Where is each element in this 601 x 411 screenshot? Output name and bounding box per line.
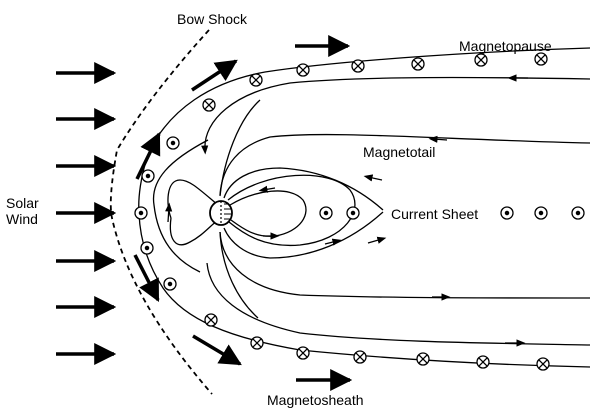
into-page-symbol: [351, 59, 365, 73]
out-of-page-symbol: [140, 241, 154, 255]
tail-lobe-lower-1: [223, 211, 384, 259]
middle-closed-loop: [227, 174, 356, 247]
solar-wind-arrows: [56, 62, 117, 365]
into-page-symbol: [296, 63, 310, 77]
into-page-symbol: [536, 357, 550, 371]
middle-closed-arrow: [324, 238, 342, 246]
magnetopause-upper: [138, 47, 591, 214]
out-of-page-symbol: [500, 206, 514, 220]
into-page-symbol: [204, 313, 218, 327]
magnetopause-label: Magnetopause: [459, 38, 552, 54]
magnetosheath-label: Magnetosheath: [267, 392, 364, 408]
cusp-field-line-upper: [219, 99, 261, 197]
out-of-page-symbol: [319, 206, 333, 220]
tail-lobe-lower-2: [219, 231, 591, 299]
out-of-page-symbol: [346, 206, 360, 220]
current-into-page-symbols: [202, 52, 550, 371]
tail-lobe-upper-1: [219, 133, 591, 196]
tail-field-line-upper-outer: [201, 76, 591, 155]
into-page-symbol: [534, 52, 548, 66]
bow-shock-label: Bow Shock: [177, 11, 248, 27]
into-page-symbol: [296, 346, 310, 360]
into-page-symbol: [416, 352, 430, 366]
middle-closed-arrow-top: [258, 185, 276, 193]
solar-wind-label-line1: Solar: [6, 195, 39, 211]
into-page-symbol: [250, 336, 264, 350]
inner-closed-loop: [229, 190, 307, 237]
earth: [209, 200, 233, 226]
tail-lobe-arrow: [428, 135, 448, 143]
into-page-symbol: [474, 53, 488, 67]
into-page-symbol: [202, 98, 216, 112]
out-of-page-symbol: [571, 206, 585, 220]
magnetotail-label: Magnetotail: [363, 144, 435, 160]
out-of-page-symbol: [163, 277, 177, 291]
out-of-page-symbol: [141, 169, 155, 183]
tail-lobe-arrow: [367, 236, 387, 244]
tail-lobe-arrow: [363, 174, 383, 182]
bow-shock-line: [109, 29, 213, 395]
dayside-loop-lower: [169, 217, 219, 246]
current-sheet-label: Current Sheet: [391, 206, 478, 222]
tail-field-line-lower-outer: [206, 262, 591, 346]
into-page-symbol: [476, 355, 490, 369]
dayside-loop-arrow: [165, 202, 173, 223]
sheath-arrow: [191, 59, 238, 92]
out-of-page-symbol: [134, 206, 148, 220]
out-of-page-symbol: [166, 136, 180, 150]
tail-lobe-upper-2: [223, 167, 384, 211]
solar-wind-label-line2: Wind: [6, 211, 38, 227]
sheath-arrow: [133, 254, 160, 302]
into-page-symbol: [411, 57, 425, 71]
current-out-of-page-symbols: [134, 136, 585, 291]
sheath-arrow: [192, 334, 242, 366]
cusp-field-line-lower: [219, 231, 259, 319]
into-page-symbol: [353, 350, 367, 364]
into-page-symbol: [249, 73, 263, 87]
magnetosheath-flow-arrows: [133, 35, 353, 391]
dayside-field-line: [152, 139, 209, 273]
out-of-page-symbol: [534, 206, 548, 220]
